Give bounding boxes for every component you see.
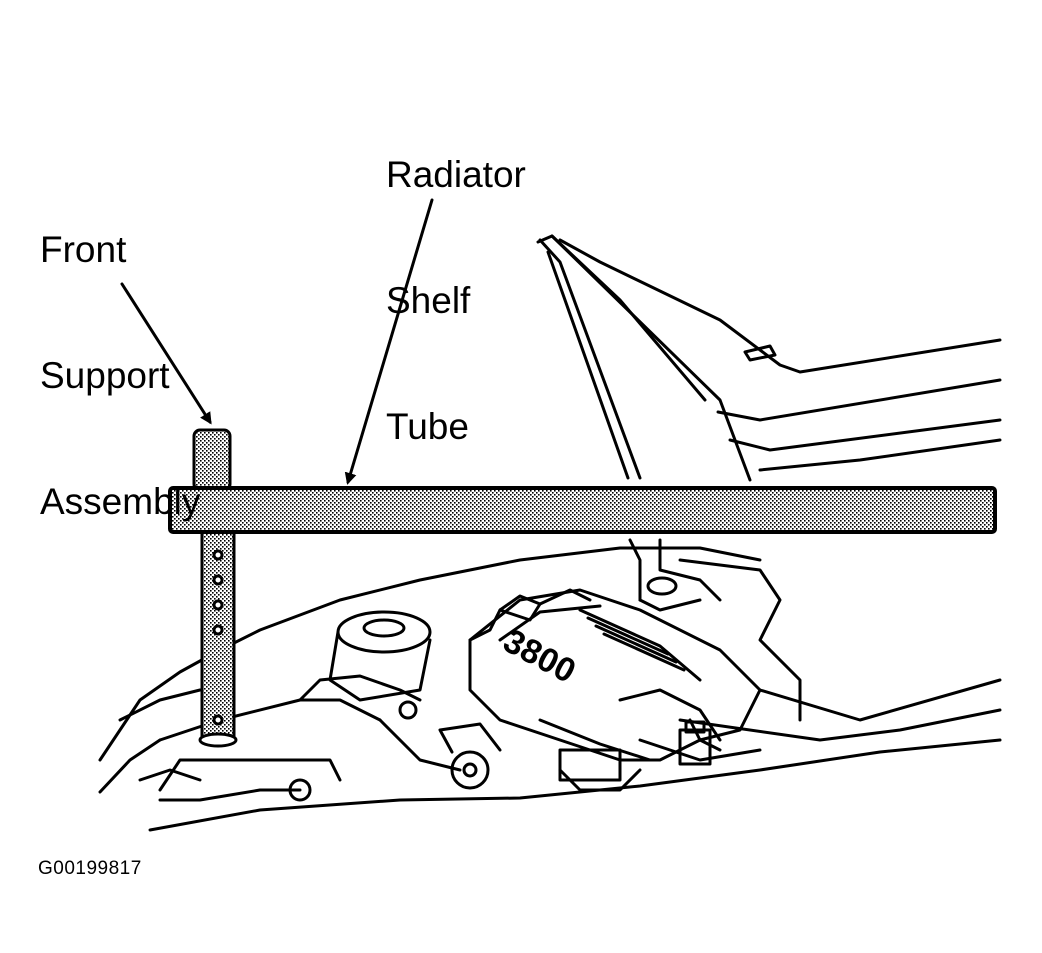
label-line: Assembly: [40, 481, 201, 522]
label-line: Support: [40, 355, 170, 396]
label-line: Front: [40, 229, 127, 270]
hose-connector: [468, 588, 592, 642]
front-support-leader: [120, 282, 212, 425]
engine-block: [468, 588, 762, 792]
radiator-shelf-tube: [168, 486, 997, 534]
fender-outline: [98, 546, 1002, 832]
reservoir-cap: [328, 610, 432, 702]
front-support-assembly-label: Front Support Assembly: [40, 145, 200, 565]
label-line: Radiator: [386, 154, 526, 195]
engine-badge-text: 3800: [497, 622, 582, 691]
label-line: Shelf: [386, 280, 471, 321]
support-bracket: [628, 538, 802, 722]
radiator-tube-leader: [344, 198, 434, 485]
hood-outline: [536, 234, 1002, 482]
radiator-shelf-tube-label: Radiator Shelf Tube: [386, 70, 526, 490]
leader-arrows: [120, 198, 434, 485]
figure-id: G00199817: [38, 858, 142, 879]
label-line: Tube: [386, 406, 469, 447]
front-brackets: [158, 674, 762, 802]
